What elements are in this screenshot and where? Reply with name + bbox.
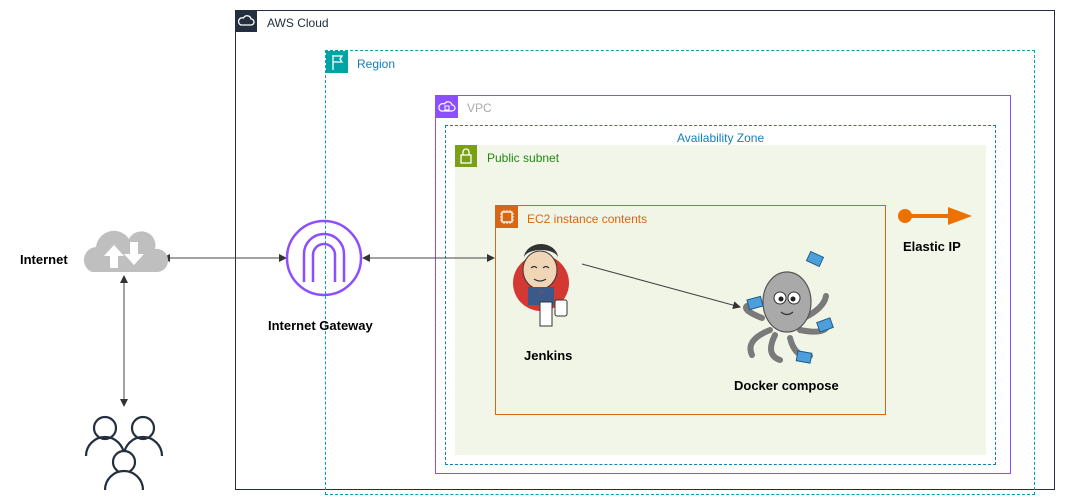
users-icon — [84, 415, 164, 491]
chip-icon — [496, 206, 518, 228]
lock-icon — [455, 145, 477, 167]
flag-icon — [326, 51, 348, 73]
internet-label: Internet — [20, 252, 68, 267]
aws-cloud-label: AWS Cloud — [267, 16, 329, 30]
availability-zone-label: Availability Zone — [677, 131, 765, 145]
jenkins-label: Jenkins — [524, 348, 573, 363]
availability-zone-group — [445, 125, 996, 465]
vpc-cloud-icon — [436, 96, 458, 118]
elastic-ip-label: Elastic IP — [903, 239, 961, 254]
jenkins-to-docker-connector — [581, 263, 741, 310]
elastic-ip-icon — [898, 207, 972, 225]
vpc-group — [435, 95, 1011, 474]
aws-cloud-icon — [235, 10, 257, 32]
region-group — [325, 50, 1035, 495]
public-subnet-label: Public subnet — [487, 151, 560, 165]
jenkins-icon — [513, 244, 569, 327]
internet-gateway-icon — [285, 219, 363, 297]
vpc-label: VPC — [467, 101, 492, 115]
region-label: Region — [357, 57, 396, 71]
docker-compose-label: Docker compose — [734, 378, 839, 393]
aws-cloud-group — [235, 10, 1055, 490]
ec2-label: EC2 instance contents — [527, 212, 648, 226]
docker-compose-icon — [743, 250, 834, 364]
internet-gateway-label: Internet Gateway — [268, 318, 373, 333]
internet-cloud-icon — [83, 230, 169, 272]
